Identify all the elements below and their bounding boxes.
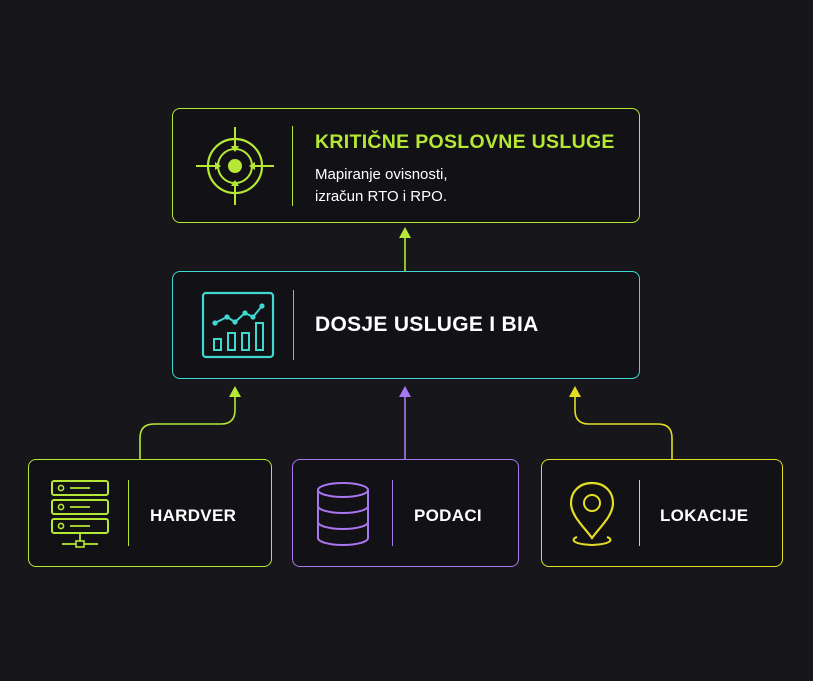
hardware-box-divider <box>128 480 130 546</box>
top-box-divider <box>292 126 294 206</box>
data-box <box>292 459 519 567</box>
critical-services-title: KRITIČNE POSLOVNE USLUGE <box>315 131 615 153</box>
service-dossier-title: DOSJE USLUGE I BIA <box>315 313 539 336</box>
locations-title: LOKACIJE <box>660 506 749 525</box>
locations-box <box>541 459 783 567</box>
middle-box-divider <box>293 290 295 360</box>
server-icon <box>51 480 109 548</box>
arrow-lokacije-to-middle <box>574 395 673 459</box>
locations-box-divider <box>639 480 641 546</box>
arrowhead-top <box>399 227 411 238</box>
arrowhead-lokacije <box>569 386 581 397</box>
chart-analytics-icon <box>201 291 275 359</box>
location-pin-icon <box>569 481 615 547</box>
arrowhead-podaci <box>399 386 411 397</box>
hardware-title: HARDVER <box>150 506 237 525</box>
critical-services-description: Mapiranje ovisnosti, izračun RTO i RPO. <box>315 166 448 205</box>
database-icon <box>317 482 369 546</box>
service-dossier-box <box>172 271 640 379</box>
data-title: PODACI <box>414 506 482 525</box>
arrowhead-hardver <box>229 386 241 397</box>
data-box-divider <box>392 480 394 546</box>
target-icon <box>196 127 274 205</box>
arrow-hardver-to-middle <box>139 395 236 459</box>
